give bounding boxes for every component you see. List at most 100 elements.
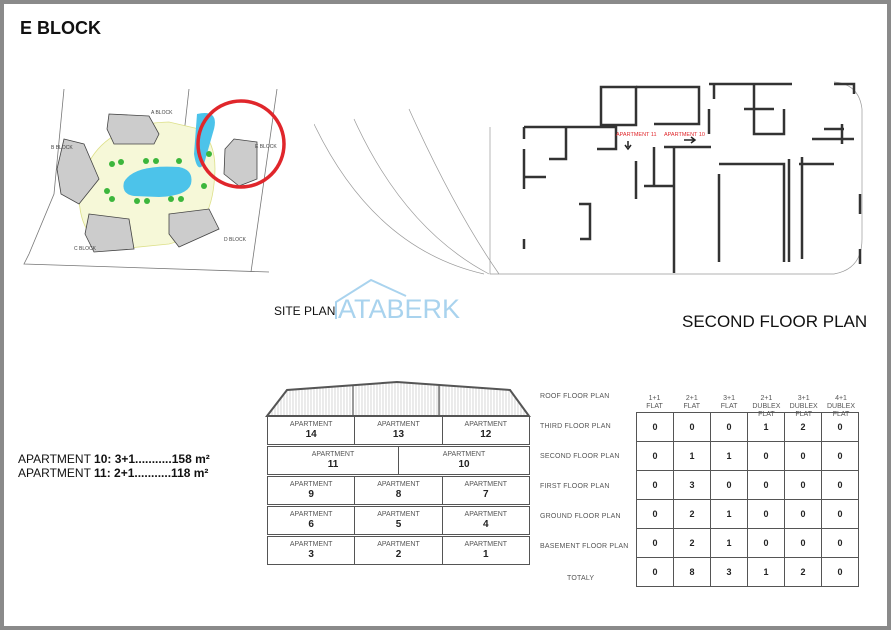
block-a-label: A BLOCK [151, 110, 173, 116]
table-cell: 0 [821, 528, 859, 558]
highlight-circle [196, 99, 286, 189]
apartment-word: APARTMENT [464, 511, 508, 518]
table-cell: 0 [636, 499, 674, 529]
apartment-number: 10 [458, 459, 470, 470]
table-cell: 0 [747, 528, 785, 558]
block-b-label: B BLOCK [51, 145, 73, 151]
apartment-number: 1 [483, 549, 489, 560]
table-cell: 0 [784, 470, 822, 500]
row-label: FIRST FLOOR PLAN [540, 483, 610, 490]
table-cell: 2 [784, 412, 822, 442]
table-cell: 1 [710, 499, 748, 529]
ataberk-logo: ATABERK [335, 278, 460, 324]
page-title: E BLOCK [20, 18, 101, 38]
table-cell: 1 [673, 441, 711, 471]
table-cell: 0 [636, 557, 674, 587]
apartment-number: 9 [308, 489, 314, 500]
table-cell: 0 [673, 412, 711, 442]
apartment-number: 6 [308, 519, 314, 530]
table-cell: 0 [747, 499, 785, 529]
block-e-label: E BLOCK [255, 144, 277, 150]
column-kind: FLAT [646, 403, 663, 410]
table-cell: 1 [747, 412, 785, 442]
apartment-word: APARTMENT [377, 511, 420, 518]
column-type: 3+1 [723, 395, 736, 402]
table-cell: 0 [747, 470, 785, 500]
table-cell: 2 [673, 499, 711, 529]
apartment-number: 7 [483, 489, 489, 500]
block-d-label: D BLOCK [224, 237, 247, 243]
table-cell: 0 [821, 470, 859, 500]
table-cell: 0 [636, 441, 674, 471]
column-type: 2+1 [685, 395, 698, 402]
table-cell: 0 [636, 470, 674, 500]
column-type: 2+1 [760, 395, 773, 402]
apartment-word: APARTMENT [289, 541, 333, 548]
table-cell: 0 [821, 499, 859, 529]
apartment-10-info: APARTMENT 10: 3+1...........158 m² [18, 452, 210, 466]
row-label: TOTALY [567, 575, 595, 582]
row-label: THIRD FLOOR PLAN [540, 423, 611, 430]
table-cell: 0 [636, 528, 674, 558]
apartment-number: 11 [327, 459, 339, 470]
apartment-number: 4 [483, 519, 489, 530]
apartment-word: APARTMENT [442, 451, 486, 458]
apartment-number: 2 [395, 549, 402, 560]
site-plan-drawing: A BLOCK B BLOCK C BLOCK D BLOCK E BLOCK [23, 88, 286, 273]
table-cell: 0 [821, 441, 859, 471]
table-cell: 0 [747, 441, 785, 471]
site-plan-label: SITE PLAN [274, 304, 336, 318]
apartment-number: 5 [395, 519, 402, 530]
page: E BLOCK A BLOCK B BLOCK C BLOCK D BLOCK [4, 4, 887, 626]
column-type: 4+1 [835, 395, 847, 402]
table-cell: 3 [710, 557, 748, 587]
apartment-number: 14 [305, 429, 317, 440]
apartment-number: 3 [308, 549, 314, 560]
table-cell: 2 [673, 528, 711, 558]
apartment-word: APARTMENT [464, 421, 508, 428]
row-label: SECOND FLOOR PLAN [540, 453, 620, 460]
column-kind: FLAT [720, 403, 738, 410]
apartment-word: APARTMENT [311, 451, 355, 458]
apartment-word: APARTMENT [289, 481, 333, 488]
apartment-info: APARTMENT 10: 3+1...........158 m² APART… [18, 452, 210, 480]
block-c-label: C BLOCK [74, 246, 97, 252]
table-cell: 0 [710, 412, 748, 442]
apartment-word: APARTMENT [289, 421, 333, 428]
apartment-number: 12 [480, 429, 492, 440]
apartment-number: 8 [395, 489, 402, 500]
table-cell: 1 [710, 441, 748, 471]
apartment-word: APARTMENT [464, 541, 508, 548]
table-cell: 0 [784, 441, 822, 471]
table-cell: 1 [710, 528, 748, 558]
table-cell: 0 [821, 557, 859, 587]
second-floor-plan-drawing: APARTMENT 11 APARTMENT 10 [314, 81, 863, 275]
apartment-word: APARTMENT [377, 481, 420, 488]
table-cell: 0 [784, 528, 822, 558]
floor-plan-title: SECOND FLOOR PLAN [682, 312, 868, 331]
row-label: GROUND FLOOR PLAN [540, 513, 621, 520]
apartment-10-label: APARTMENT 10 [664, 132, 705, 138]
